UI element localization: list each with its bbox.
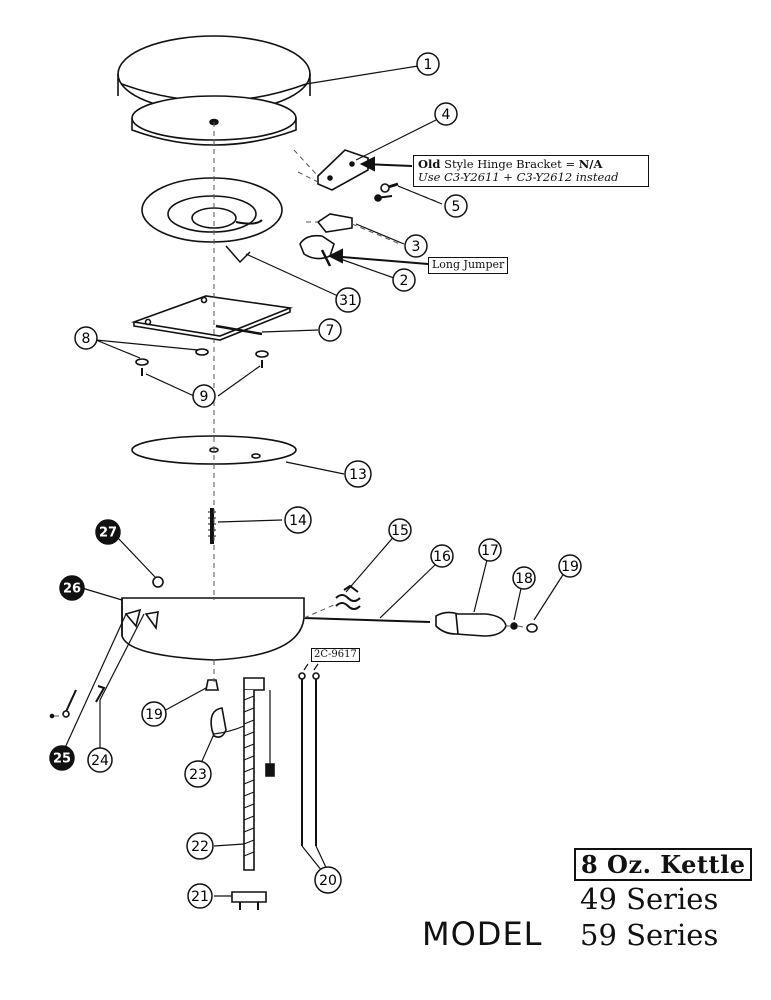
callout-13 <box>344 460 372 488</box>
hinge-note-text: Style Hinge Bracket = <box>440 157 579 171</box>
callout-21 <box>187 883 213 909</box>
part-number-note: 2C-9617 <box>311 648 360 662</box>
callout-2-label: 2 <box>400 273 409 289</box>
callout-21-label: 21 <box>191 889 209 905</box>
callout-18-label: 18 <box>515 571 533 587</box>
callout-8 <box>74 326 98 350</box>
callout-17 <box>478 538 502 562</box>
callout-26 <box>59 575 85 601</box>
part-3 <box>316 213 353 233</box>
callout-26-label: 26 <box>63 582 81 597</box>
callout-4-label: 4 <box>442 107 451 123</box>
callout-5 <box>444 194 468 218</box>
nut-part <box>152 576 164 588</box>
callout-24 <box>87 747 113 773</box>
rod-part <box>303 617 431 623</box>
element-rods-part <box>298 672 320 846</box>
washer-part-18 <box>510 622 518 630</box>
hinge-bracket-part <box>317 149 369 191</box>
callout-19b <box>141 701 167 727</box>
callout-8-label: 8 <box>82 331 91 347</box>
callout-24-label: 24 <box>91 753 109 769</box>
handle-part <box>435 611 507 637</box>
heating-element-part <box>141 177 283 264</box>
callout-14-label: 14 <box>289 513 307 529</box>
callout-19b-label: 19 <box>145 707 163 723</box>
callout-25 <box>49 745 75 771</box>
callout-31 <box>335 287 361 313</box>
long-jumper-note: Long Jumper <box>428 257 509 274</box>
callout-7-label: 7 <box>326 323 335 339</box>
hinge-note-na: N/A <box>578 157 603 171</box>
hinge-note-replacement: Use C3-Y2611 + C3-Y2612 instead <box>418 170 619 185</box>
callout-16-label: 16 <box>433 549 451 565</box>
callout-31-label: 31 <box>339 293 357 309</box>
hinge-bracket-note: Old Style Hinge Bracket = N/A Use C3-Y26… <box>413 155 649 188</box>
callout-2 <box>392 268 416 292</box>
callout-27-label: 27 <box>99 526 117 541</box>
cord-parts <box>210 677 275 910</box>
callout-15 <box>388 518 412 542</box>
callout-16 <box>430 544 454 568</box>
spring-part <box>335 584 361 610</box>
kettle-body-part <box>121 597 305 661</box>
callout-22-label: 22 <box>191 839 209 855</box>
leader-lines <box>63 65 567 897</box>
callout-19a <box>558 554 582 578</box>
callout-20 <box>314 866 342 894</box>
callout-9-label: 9 <box>200 389 209 405</box>
callout-27 <box>95 519 121 545</box>
callout-18 <box>512 566 536 590</box>
series-49: 49 Series <box>580 882 719 916</box>
part-2 <box>299 234 335 267</box>
callout-1 <box>416 52 440 76</box>
stud-part <box>208 508 216 544</box>
callout-7 <box>318 318 342 342</box>
series-59: 59 Series <box>580 918 719 952</box>
callout-23-label: 23 <box>189 767 207 783</box>
hinge-note-bold: Old <box>418 157 441 171</box>
callout-14 <box>284 506 312 534</box>
callout-3-label: 3 <box>412 239 421 255</box>
washer-screw-parts <box>135 348 269 376</box>
callout-1-label: 1 <box>424 57 433 73</box>
screw-part-5 <box>374 182 399 202</box>
callout-19a-label: 19 <box>561 559 579 575</box>
callout-3 <box>404 234 428 258</box>
callout-9 <box>192 384 216 408</box>
callout-5-label: 5 <box>452 199 461 215</box>
note-arrows <box>327 156 429 265</box>
model-label: MODEL <box>422 915 543 953</box>
cap-part-19 <box>526 623 538 633</box>
callout-22 <box>186 832 214 860</box>
model-name: 8 Oz. Kettle <box>574 848 753 881</box>
foot-part-19 <box>205 679 219 691</box>
lid-part <box>117 35 311 146</box>
callout-25-label: 25 <box>53 752 71 767</box>
callout-13-label: 13 <box>349 467 367 483</box>
callout-20-label: 20 <box>319 873 337 889</box>
plate-part <box>130 295 294 341</box>
pin-parts <box>49 685 106 719</box>
callout-4 <box>434 102 458 126</box>
callout-15-label: 15 <box>391 523 409 539</box>
callout-17-label: 17 <box>481 543 499 559</box>
callout-23 <box>184 760 212 788</box>
